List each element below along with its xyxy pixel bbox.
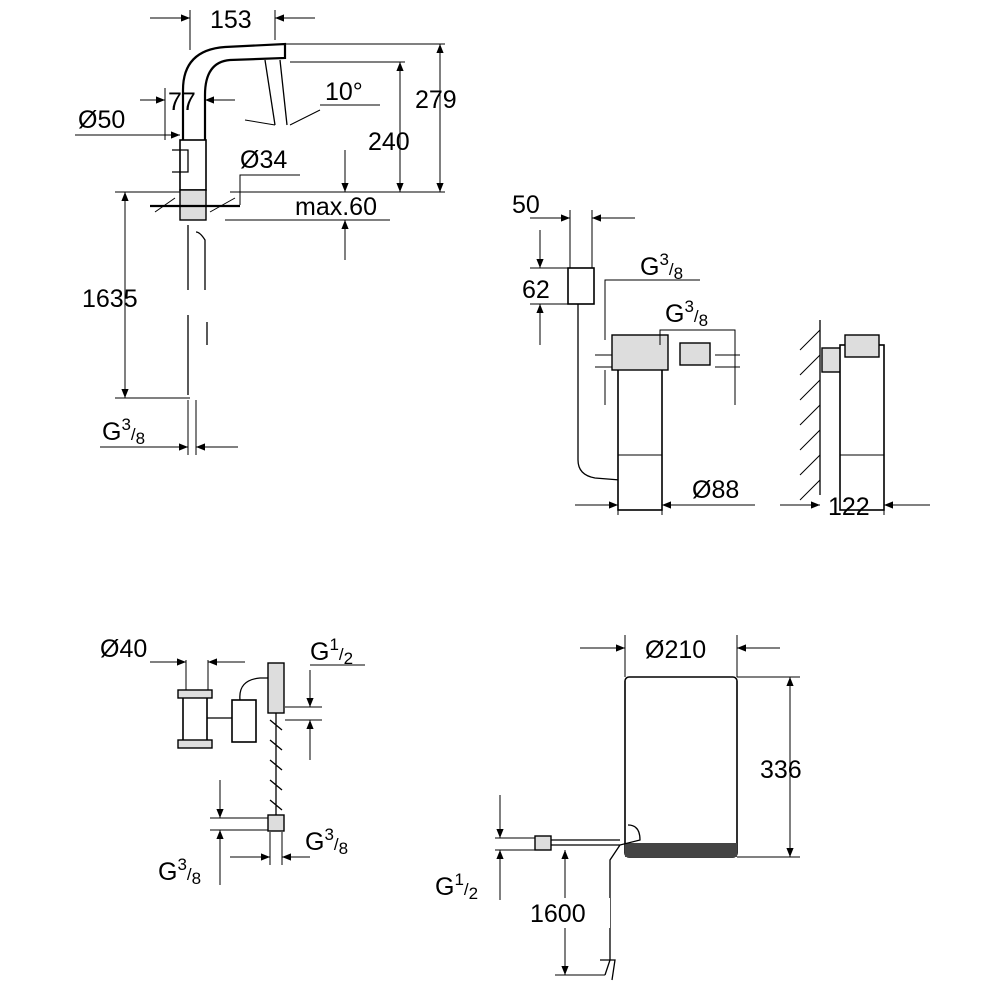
valve-connection-left: G3/8 [158,855,201,888]
dim-angle: 10° [325,78,363,106]
dim-head-height: 62 [522,276,550,304]
valve-connection-inlet: G1/2 [310,635,353,668]
faucet-lever [172,149,189,173]
dim-hose-length: 1635 [82,285,138,313]
boiler-connection-label: G1/2 [435,870,478,903]
faucet-view: 153 77 10° 279 240 Ø50 Ø34 max.60 1635 G… [75,6,457,455]
dim-base-diameter: Ø50 [78,106,125,134]
faucet-hoses [187,225,208,395]
dim-filter-diameter: Ø88 [692,476,739,504]
valve-body [182,692,208,746]
dim-boiler-height: 336 [760,756,802,784]
dim-deck-thickness: max.60 [295,193,377,221]
dim-body-width: 77 [168,88,196,116]
filter-head [567,267,595,305]
filter-connection-side: G3/8 [665,297,708,330]
dim-boiler-diameter: Ø210 [645,636,706,664]
filter-view: 50 62 G3/8 G3/8 Ø88 122 [512,191,930,521]
faucet-connection-label: G3/8 [102,415,145,448]
dim-wall-distance: 122 [828,493,870,521]
dim-spout-height: 240 [368,128,410,156]
valve-view: Ø40 G1/2 G3/8 G3/8 [100,635,365,888]
boiler-base [625,843,737,857]
faucet-body [179,139,207,191]
dim-hole-diameter: Ø34 [240,146,287,174]
dim-cable-length: 1600 [530,900,586,928]
boiler-tank [624,676,738,858]
filter-connection-top: G3/8 [640,250,683,283]
dim-valve-diameter: Ø40 [100,635,147,663]
dim-total-height: 279 [415,86,457,114]
dim-faucet-width: 153 [210,6,252,34]
dim-head-width: 50 [512,191,540,219]
valve-connection-right: G3/8 [305,825,348,858]
boiler-view: Ø210 336 G1/2 1600 [435,635,802,981]
